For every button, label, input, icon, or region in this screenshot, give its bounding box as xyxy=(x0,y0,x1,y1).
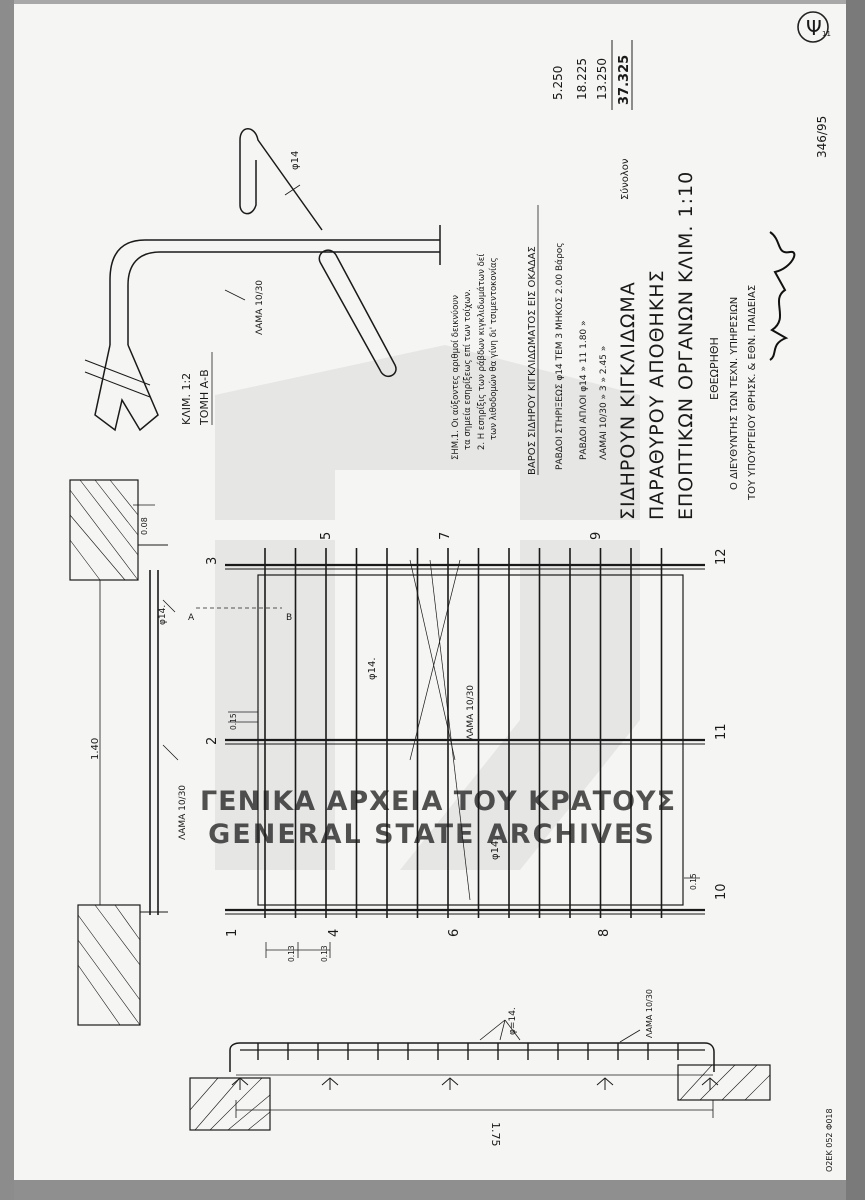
wall-anchor-mark xyxy=(441,1077,459,1090)
note-1b: τα σημεία εσηρίξεως επί των τοίχων. xyxy=(463,289,473,450)
watermark-line-1: ΓΕΝΙΚΑ ΑΡΧΕΙΑ ΤΟΥ ΚΡΑΤΟΥΣ xyxy=(200,786,676,817)
leader-line xyxy=(429,559,471,901)
weight-row-3-value: 13.250 xyxy=(595,58,609,100)
weight-row-2-value: 18.225 xyxy=(575,58,589,100)
support-point-number: 9 xyxy=(589,532,604,540)
weight-row-2: ΡΑΒΔΟΙ ΑΠΛΟΙ φ14 » 11 1.80 » xyxy=(579,320,589,460)
title-block: ΣΙΔΗΡΟΥΝ ΚΙΓΚΛΙΔΩΜΑ ΠΑΡΑΘΥΡΟΥ ΑΠΟΘΗΚΗΣ Ε… xyxy=(617,171,796,520)
support-point-number: 10 xyxy=(714,883,729,900)
support-point-number: 11 xyxy=(714,723,729,740)
title-line-2: ΠΑΡΑΘΥΡΟΥ ΑΠΟΘΗΚΗΣ xyxy=(646,269,668,520)
bottom-flat-label: ΛΑΜΑ 10/30 xyxy=(645,989,654,1038)
plan-dim-spacing-1: 0.13 xyxy=(287,945,296,962)
support-point-number: 8 xyxy=(597,929,612,937)
support-point-number: 2 xyxy=(205,737,220,745)
section-flat-label: ΛΑΜΑ 10/30 xyxy=(255,280,265,335)
wall-anchor-mark xyxy=(596,1077,614,1090)
support-point-number: 7 xyxy=(438,532,453,540)
support-point-number: 3 xyxy=(205,557,220,565)
plan-dimensions xyxy=(228,711,700,958)
rod-diagonal xyxy=(318,249,397,378)
scan-border-top xyxy=(14,0,846,4)
leader-line xyxy=(409,559,461,761)
section-view xyxy=(84,128,441,432)
support-point-number: 12 xyxy=(714,548,729,565)
side-dim-height: 1.40 xyxy=(90,738,101,760)
page-mark-letter: Ψ xyxy=(806,16,822,40)
section-rod-label: φ14 xyxy=(290,151,301,170)
side-dim-wall: 0.08 xyxy=(140,517,149,535)
plan-rod-label-1: φ14. xyxy=(367,658,378,681)
note-2a: 2. Η εσηρίξις των ράβδων κιγκλιδωμάτων δ… xyxy=(477,254,487,450)
watermark-logo xyxy=(215,345,640,870)
plan-dim-edge-right: 0.15 xyxy=(689,873,698,890)
bottom-dim-width: 1.75 xyxy=(489,1122,502,1147)
wall-anchor-mark xyxy=(321,1077,339,1090)
section-title: ΤΟΜΗ Α-Β xyxy=(198,369,211,426)
weight-row-1: ΡΑΒΔΟΙ ΣΤΗΡΙΞΕΩΣ φ14 ΤΕΜ 3 ΜΗΚΟΣ 2.00 Βά… xyxy=(555,242,565,470)
flat-bar-section xyxy=(109,239,440,345)
support-point-number: 5 xyxy=(319,532,334,540)
wall-anchor-mark xyxy=(701,1077,719,1090)
bottom-flat-bar xyxy=(229,1042,715,1072)
title-line-1: ΣΙΔΗΡΟΥΝ ΚΙΓΚΛΙΔΩΜΑ xyxy=(617,281,639,520)
archive-watermark: ΓΕΝΙΚΑ ΑΡΧΕΙΑ ΤΟΥ ΚΡΑΤΟΥΣ GENERAL STATE … xyxy=(200,786,676,850)
plan-flat-label: ΛΑΜΑ 10/30 xyxy=(466,685,476,740)
weight-table: ΒΑΡΟΣ ΣΙΔΗΡΟΥ ΚΙΓΚΛΙΔΩΜΑΤΟΣ ΕΙΣ ΟΚΑΔΑΣ Ρ… xyxy=(527,40,633,475)
weight-row-3: ΛΑΜΑΙ 10/30 » 3 » 2.45 » xyxy=(599,346,609,460)
weight-total-value: 37.325 xyxy=(617,55,632,105)
approver-line-1: Ο ΔΙΕΥΘΥΝΤΗΣ ΤΩΝ ΤΕΧΝ. ΥΠΗΡΕΣΙΩΝ xyxy=(729,297,740,490)
title-line-3: ΕΠΟΠΤΙΚΩΝ ΟΡΓΑΝΩΝ ΚΛΙΜ. 1:10 xyxy=(675,171,697,520)
scan-border-right xyxy=(846,0,865,1200)
cut-marker-b: B xyxy=(286,613,292,623)
note-1a: ΣΗΜ.1. Οι αύξοντες αριθμοί δεικνύουν xyxy=(450,295,461,460)
notes-block: ΣΗΜ.1. Οι αύξοντες αριθμοί δεικνύουν τα … xyxy=(450,254,499,460)
leader-line xyxy=(409,559,456,761)
archive-reference: 346/95 xyxy=(815,116,829,158)
wall-anchor xyxy=(94,344,159,432)
wall-anchor-mark xyxy=(231,1077,249,1090)
scan-border-bottom xyxy=(14,1180,846,1200)
support-point-number: 4 xyxy=(327,929,342,937)
page-mark: Ψ 11 xyxy=(797,11,831,43)
scan-border-left xyxy=(0,0,14,1200)
archive-code: Ο2ΕΚ 052 Φ018 xyxy=(825,1108,834,1172)
support-point-number: 6 xyxy=(447,929,462,937)
note-2b: των λιθοδομών θα γίνη δι' τσιμεντοκονίας xyxy=(488,257,499,440)
plan-dim-edge-left: 0.15 xyxy=(229,713,238,730)
watermark-line-2: GENERAL STATE ARCHIVES xyxy=(208,819,656,850)
plan-rod-label-2: φ14. xyxy=(490,838,501,861)
approver-line-2: ΤΟΥ ΥΠΟΥΡΓΕΙΟΥ ΘΡΗΣΚ. & ΕΘΝ. ΠΑΙΔΕΙΑΣ xyxy=(747,285,758,501)
signature xyxy=(769,231,796,361)
rod-section xyxy=(239,128,323,231)
cut-marker-a: A xyxy=(188,613,195,623)
side-rod-label: φ14. xyxy=(158,605,168,625)
weight-total-label: Σύνολον xyxy=(619,158,631,200)
plan-dim-spacing-2: 0.13 xyxy=(320,945,329,962)
approved-stamp: ΕΘΕΩΡΗΘΗ xyxy=(708,337,721,400)
bottom-rod-label: φ=14. xyxy=(508,1007,518,1035)
section-scale: ΚΛΙΜ. 1:2 xyxy=(180,373,193,425)
side-flat-label: ΛΑΜΑ 10/30 xyxy=(178,785,188,840)
bottom-view xyxy=(189,1019,771,1131)
side-view xyxy=(69,479,179,1026)
weight-row-1-value: 5.250 xyxy=(551,66,565,100)
page-mark-number: 11 xyxy=(822,30,831,38)
weight-heading: ΒΑΡΟΣ ΣΙΔΗΡΟΥ ΚΙΓΚΛΙΔΩΜΑΤΟΣ ΕΙΣ ΟΚΑΔΑΣ xyxy=(527,246,538,475)
support-point-number: 1 xyxy=(225,929,240,937)
